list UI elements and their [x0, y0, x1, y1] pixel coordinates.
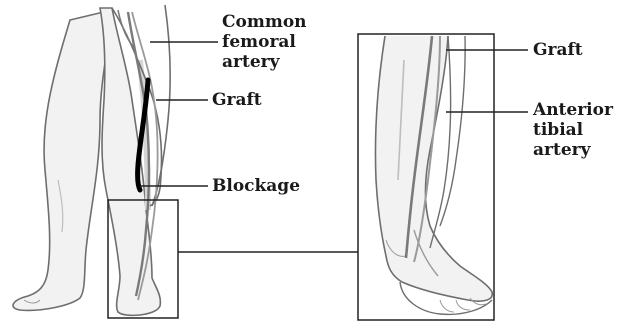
label-graft-left: Graft: [212, 90, 262, 110]
back-leg: [13, 10, 112, 310]
label-line: femoral: [222, 32, 307, 52]
label-line: artery: [222, 52, 307, 72]
label-line: Anterior: [533, 100, 613, 120]
label-line: Common: [222, 12, 307, 32]
label-common-femoral-artery: Common femoral artery: [222, 12, 307, 72]
front-leg: [100, 8, 160, 315]
label-line: tibial: [533, 120, 613, 140]
label-graft-right: Graft: [533, 40, 583, 60]
label-line: artery: [533, 140, 613, 160]
label-blockage: Blockage: [212, 176, 300, 196]
label-anterior-tibial-artery: Anterior tibial artery: [533, 100, 613, 160]
zoom-leg: [375, 36, 492, 314]
